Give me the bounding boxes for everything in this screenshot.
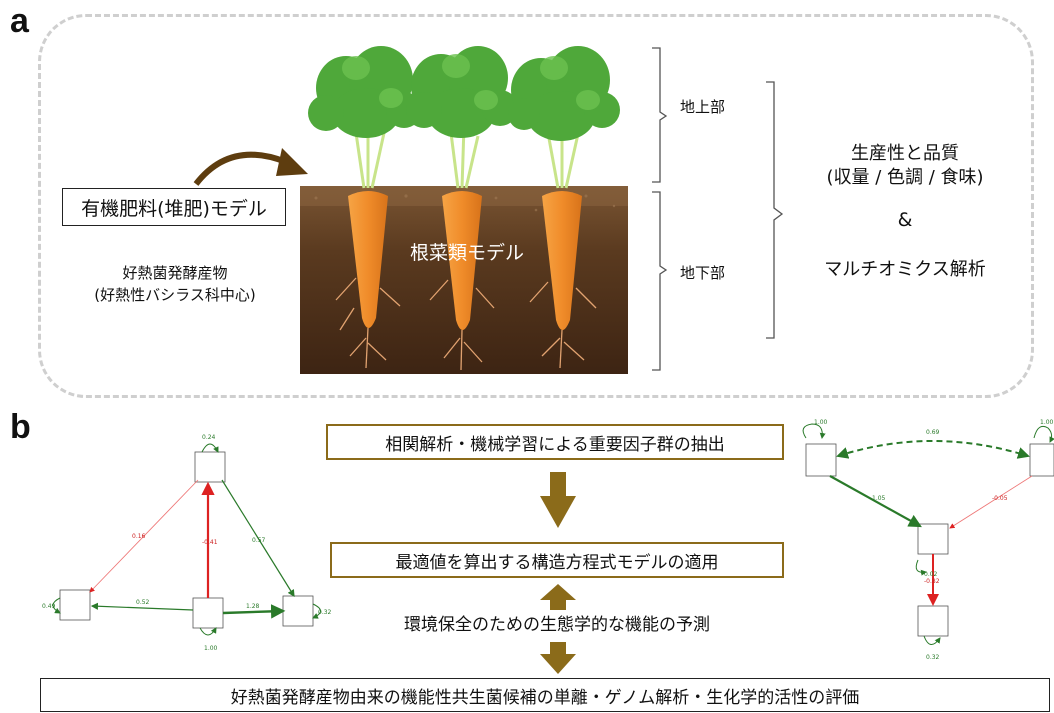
left-sem-diagram: 0.24 0.16 -0.41 0.57 0.49 0.52 1.00 1.28… (42, 434, 332, 652)
right-sem-label-0: 1.00 (814, 419, 828, 426)
productivity-quality-line1: 生産性と品質 (851, 143, 959, 164)
sem-node-right (282, 595, 314, 627)
ampersand: & (897, 209, 913, 231)
right-sem-label-7: 0.32 (926, 654, 940, 661)
bracket-lines (652, 47, 784, 371)
below-ground-label: 地下部 (680, 264, 726, 282)
sem-node-bottom (192, 597, 224, 629)
up-arrow-icon (540, 584, 576, 610)
left-sem-label-3: 0.57 (252, 537, 266, 544)
left-sem-label-0: 0.24 (202, 434, 216, 441)
fermentation-product-line1: 好熱菌発酵産物 (122, 264, 228, 282)
panel-b-letter: b (10, 408, 31, 446)
step-sem-application: 最適値を算出する構造方程式モデルの適用 (330, 542, 784, 578)
right-sem-diagram: 1.00 1.00 0.69 1.05 -0.05 0.02 -0.82 0.3… (802, 419, 1054, 661)
carrot-2 (406, 46, 518, 371)
left-sem-label-6: 1.00 (204, 645, 218, 652)
fermentation-product-line2: (好熱性バシラス科中心) (94, 286, 256, 304)
left-sem-label-1: 0.16 (132, 533, 146, 540)
step-symbiont-isolation: 好熱菌発酵産物由来の機能性共生菌候補の単離・ゲノム解析・生化学的活性の評価 (40, 678, 1050, 712)
left-sem-label-5: 0.52 (136, 599, 150, 606)
left-sem-label-4: 0.49 (42, 603, 56, 610)
right-sem-label-1: 1.00 (1040, 419, 1054, 426)
down-arrow-icon (540, 472, 576, 528)
compost-arrow-icon (193, 148, 308, 186)
sem-node-left (59, 589, 91, 621)
carrot-1 (308, 46, 422, 369)
step-correlation-ml: 相関解析・機械学習による重要因子群の抽出 (326, 424, 784, 460)
right-sem-label-6: -0.82 (924, 578, 940, 585)
productivity-quality-line2: (収量 / 色調 / 食味) (826, 167, 984, 188)
step-ecological-prediction: 環境保全のための生態学的な機能の予測 (404, 615, 710, 635)
down-arrow-icon-2 (540, 642, 576, 674)
sem-node-b (1029, 443, 1054, 477)
panel-a-frame (38, 14, 1034, 398)
panel-a-letter: a (10, 2, 29, 40)
compost-model-label: 有機肥料(堆肥)モデル (62, 188, 286, 226)
sem-node-a (805, 443, 837, 477)
above-ground-label: 地上部 (680, 98, 726, 116)
right-sem-label-4: -0.05 (992, 495, 1008, 502)
carrot-soil-illustration (300, 46, 628, 374)
sem-node-c (917, 523, 949, 555)
sem-node-d (917, 605, 949, 637)
sem-node-top (194, 451, 226, 483)
right-sem-label-3: 1.05 (872, 495, 886, 502)
right-sem-label-5: 0.02 (924, 571, 938, 578)
left-sem-label-8: 0.32 (318, 609, 332, 616)
carrot-3 (508, 46, 620, 369)
multiomics-label: マルチオミクス解析 (824, 259, 986, 280)
right-sem-label-2: 0.69 (926, 429, 940, 436)
root-model-label: 根菜類モデル (410, 242, 525, 264)
left-sem-label-7: 1.28 (246, 603, 260, 610)
left-sem-label-2: -0.41 (202, 539, 218, 546)
